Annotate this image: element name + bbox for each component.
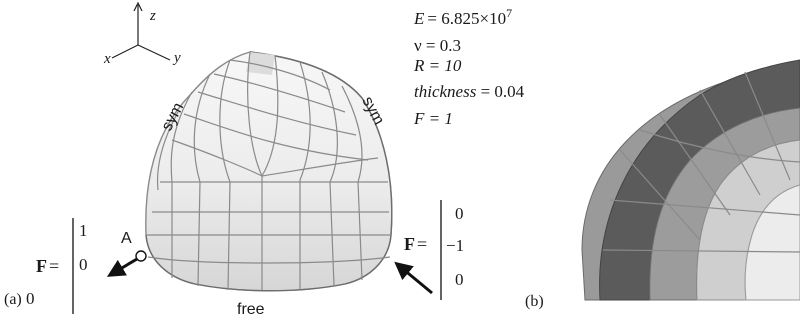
panel-a-label: (a) [4,291,22,308]
force-right-symbol: F [404,234,415,254]
point-a-marker [135,250,147,262]
coordinate-axes [111,1,171,61]
parameter-list: E= 6.825×107 ν = 0.3 R = 10 thickness = … [413,6,525,128]
param-thickness: thickness = 0.04 [414,82,525,101]
force-left-c1: 1 [79,221,88,240]
force-vector-right: F = 0 −1 0 [404,200,464,300]
force-vector-left: F = 1 0 [36,218,88,314]
spherical-cap-mesh [145,51,393,292]
force-left-equals: = [49,256,59,276]
param-E: E= 6.825×107 [413,6,512,28]
force-left-c2: 0 [79,255,88,274]
force-arrow-left [106,257,138,277]
panel-b-label: (b) [525,293,544,310]
z-axis-label: z [149,8,156,24]
force-arrow-right [394,261,433,295]
deformed-shell [581,59,800,301]
y-axis-label: y [172,50,181,66]
force-left-c3: 0 [26,289,35,308]
y-axis [137,44,171,61]
param-nu: ν = 0.3 [414,36,461,55]
param-F: F = 1 [413,109,453,128]
x-axis [111,44,139,59]
force-left-symbol: F [36,256,47,276]
point-a-label: A [121,230,132,247]
force-right-equals: = [417,234,427,254]
x-axis-label: x [103,51,111,67]
force-right-c2: −1 [446,236,464,255]
force-right-c1: 0 [455,204,464,223]
force-right-c3: 0 [455,270,464,289]
free-edge-label: free [237,301,265,318]
param-R: R = 10 [413,56,462,75]
